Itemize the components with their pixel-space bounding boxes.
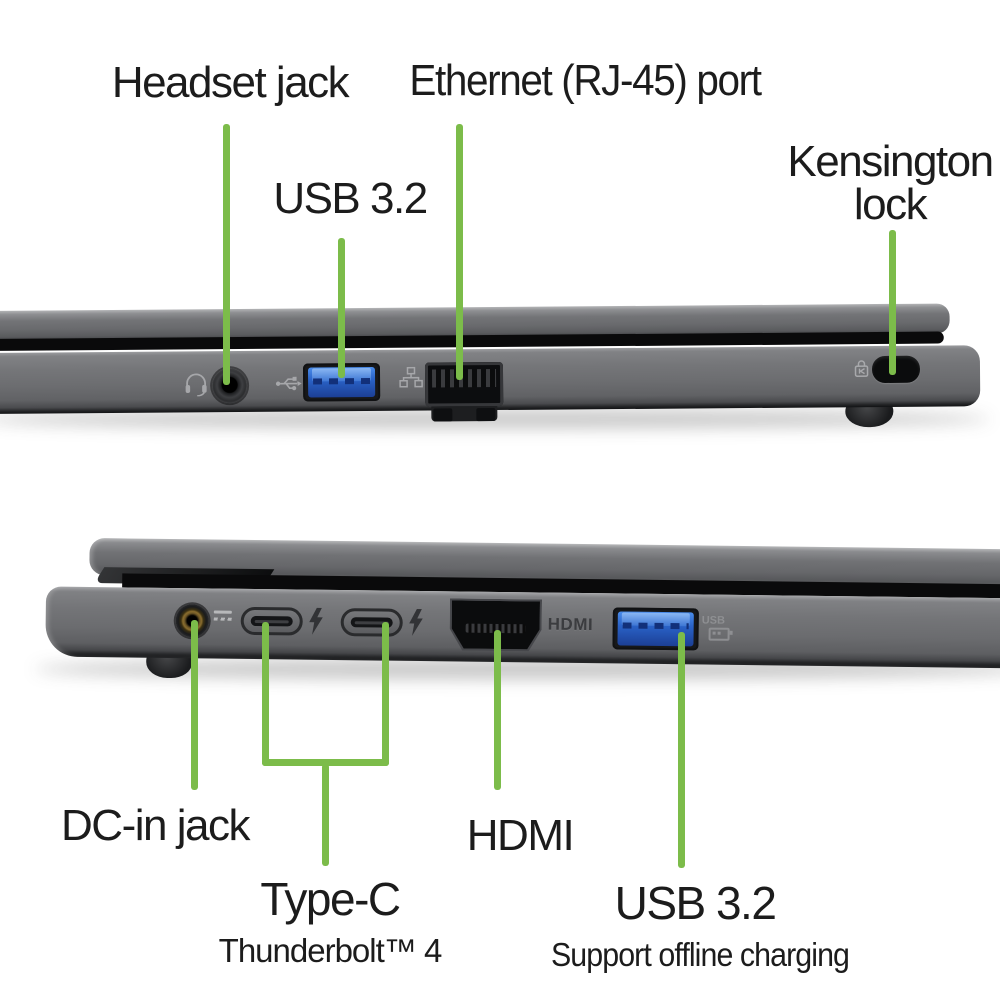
label-ethernet-port: Ethernet (RJ-45) port [409, 56, 762, 105]
ethernet-icon [399, 366, 423, 388]
label-usb-3-2-top: USB 3.2 [273, 174, 428, 223]
label-usb-3-2-bottom: USB 3.2 [614, 877, 777, 929]
dc-icon-solid-line [213, 610, 232, 614]
dc-in-icon [213, 610, 234, 625]
hdmi-molded-logo: HDMI [547, 614, 594, 635]
usb-a-port-bottom [612, 607, 699, 651]
usb-icon [275, 376, 302, 391]
thunderbolt-icon-1 [309, 607, 323, 635]
label-headset-jack: Headset jack [111, 58, 350, 107]
label-dc-in-jack: DC-in jack [61, 801, 250, 850]
thunderbolt-icon-2 [409, 608, 423, 636]
label-kensington-line1: Kensington [787, 137, 994, 186]
usb-c-port-2 [340, 608, 403, 637]
callout-line-type-c-2 [382, 622, 389, 766]
label-thunderbolt-4: Thunderbolt™ 4 [218, 932, 443, 969]
label-hdmi: HDMI [466, 811, 575, 860]
usb-charging-icon: USB [701, 614, 737, 646]
callout-line-ethernet [456, 124, 463, 380]
callout-bracket-type-c [262, 759, 389, 766]
callout-line-headset [223, 124, 230, 385]
callout-line-type-c-1 [262, 622, 269, 766]
callout-line-usb-top [338, 238, 345, 378]
label-support-offline-charging: Support offline charging [550, 936, 850, 973]
label-kensington-line2: lock [853, 180, 928, 230]
usb-c-port-1 [240, 606, 303, 636]
callout-stem-type-c [322, 764, 329, 866]
usb-a-contacts [622, 622, 689, 630]
usb-c-pin [254, 619, 289, 623]
dc-icon-dashed-line [213, 617, 232, 621]
usb-charging-icon-text: USB [701, 614, 726, 627]
callout-line-dc-in [191, 620, 198, 790]
kensington-lock-icon [854, 360, 869, 377]
usb-c-slot [250, 615, 293, 627]
headset-icon [185, 373, 207, 397]
callout-line-hdmi [494, 630, 501, 790]
label-type-c: Type-C [260, 873, 401, 925]
callout-line-usb-bottom [678, 632, 685, 868]
battery-icon [708, 627, 730, 641]
callout-line-kensington [889, 230, 896, 375]
